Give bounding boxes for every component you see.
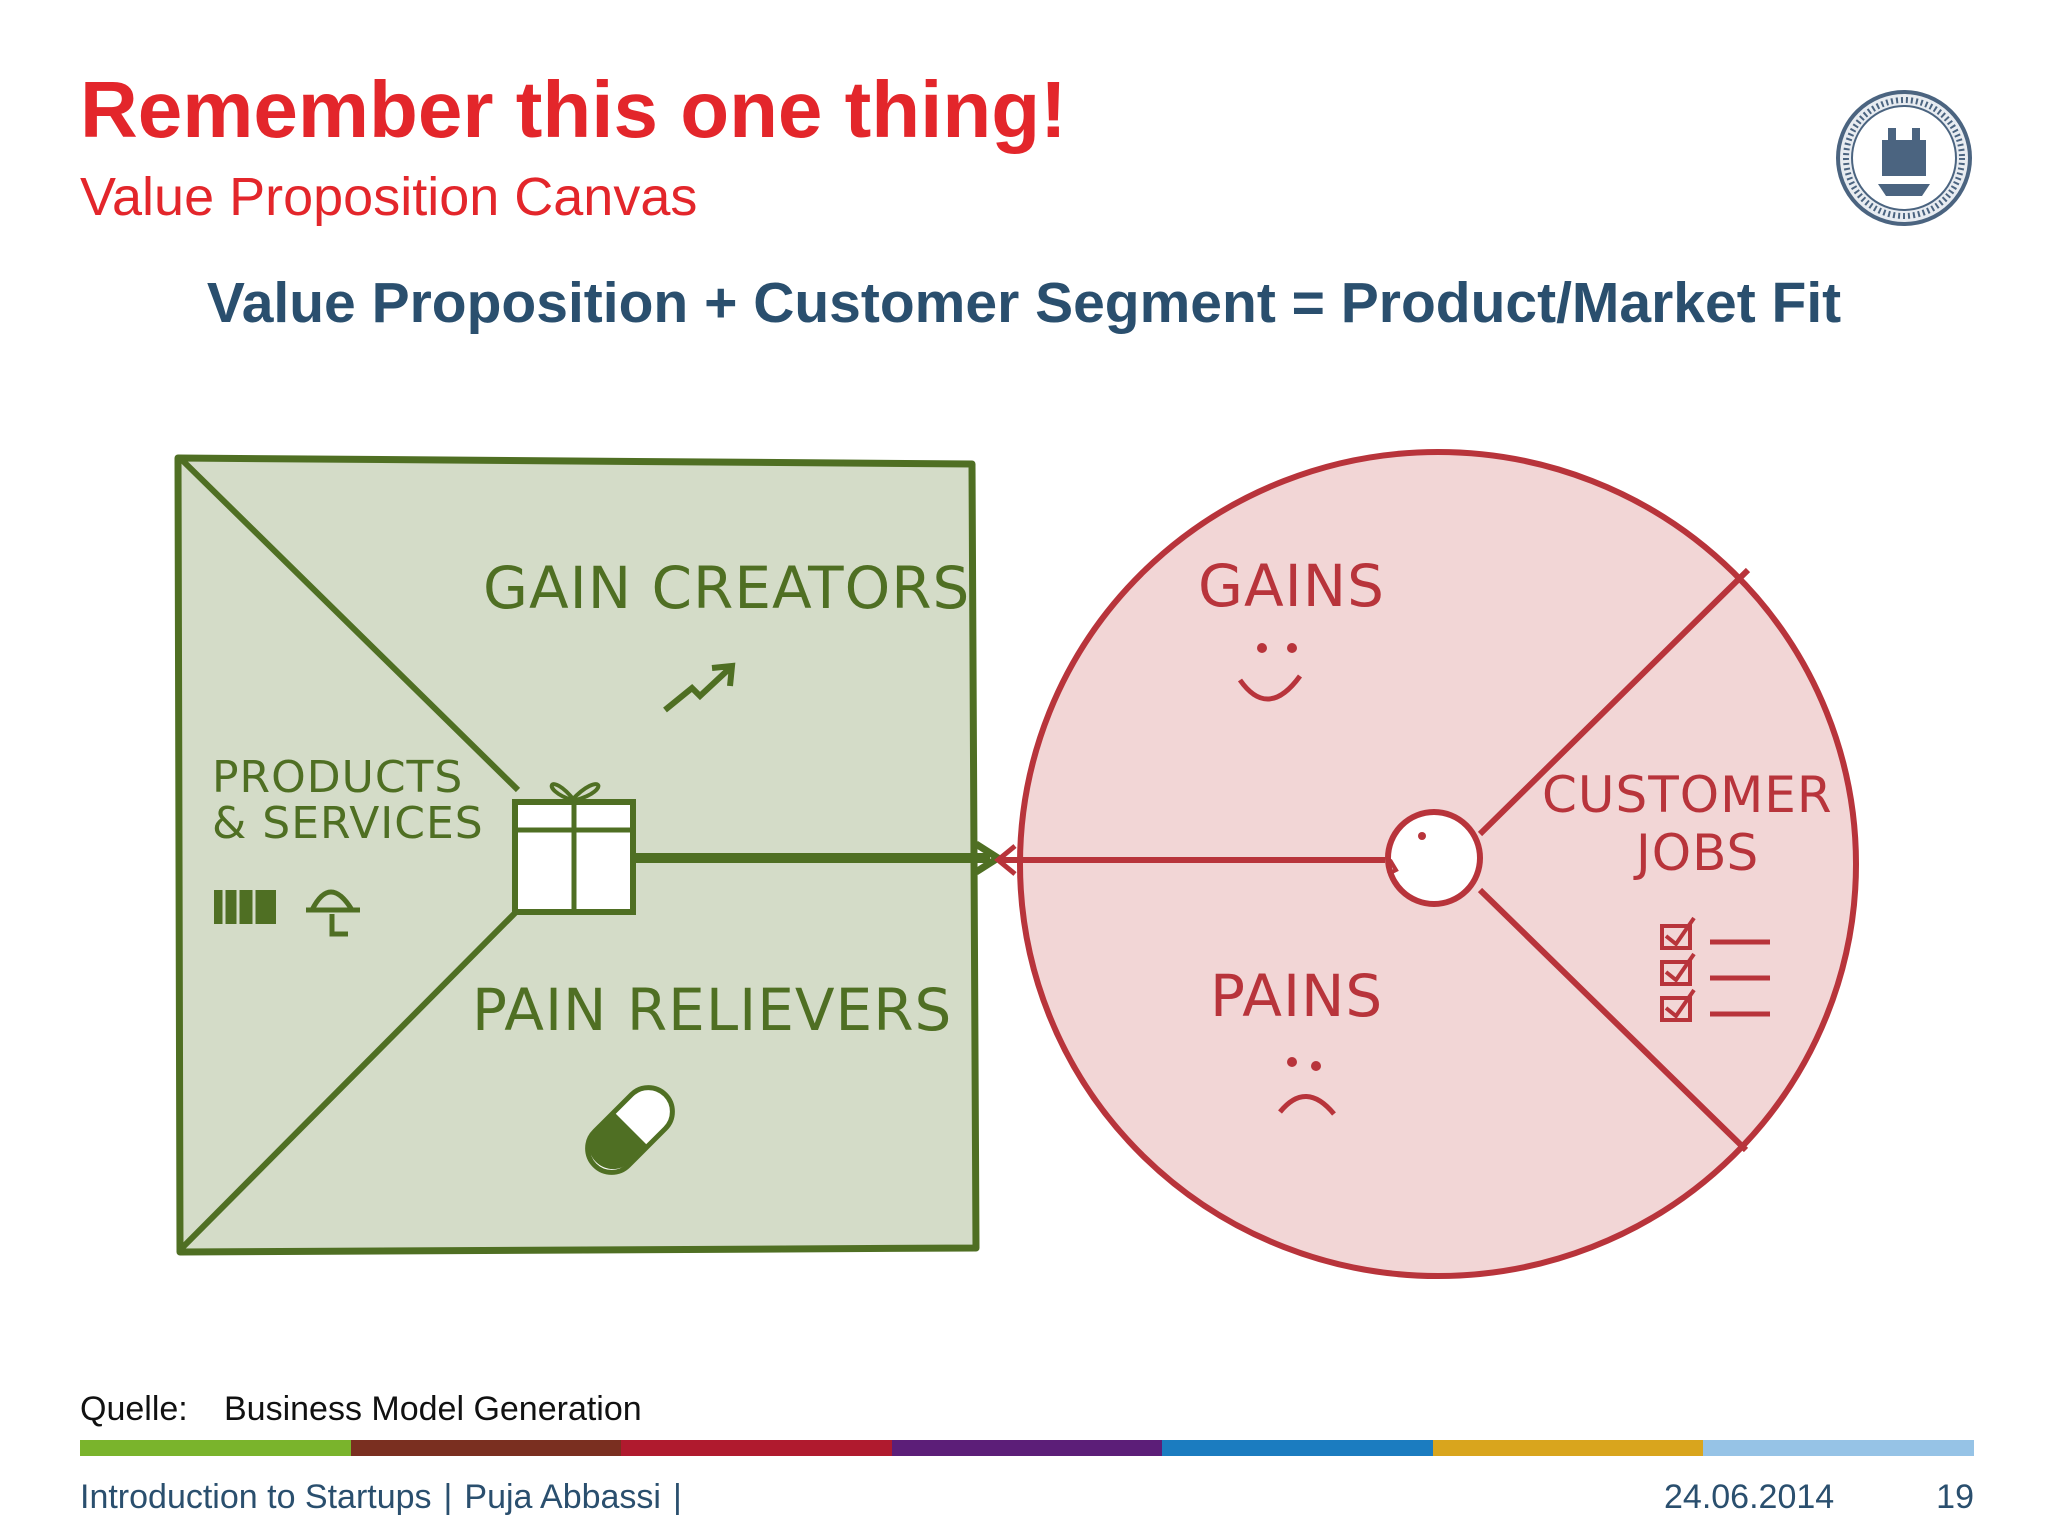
color-bar-segment <box>891 1440 1163 1456</box>
gift-icon <box>512 782 636 915</box>
barcode-icon <box>214 890 276 924</box>
color-bar-segment <box>350 1440 622 1456</box>
customer-jobs-label-1: CUSTOMER <box>1542 766 1833 824</box>
page-number: 19 <box>1936 1478 1974 1516</box>
footer-color-bar <box>80 1440 1975 1456</box>
smile-icon <box>1237 643 1303 702</box>
color-bar-segment <box>1432 1440 1704 1456</box>
equation-heading: Value Proposition + Customer Segment = P… <box>206 271 1842 335</box>
source-label: Quelle: <box>80 1390 188 1428</box>
value-proposition-canvas: GAIN CREATORS PRODUCTS & SERVICES PAIN R… <box>174 449 1859 1279</box>
service-bell-icon <box>306 889 360 937</box>
gain-creators-label: GAIN CREATORS <box>483 554 970 622</box>
gains-label: GAINS <box>1198 552 1385 620</box>
slide-subtitle: Value Proposition Canvas <box>80 167 698 227</box>
footer-course: Introduction to Startups <box>80 1478 432 1516</box>
color-bar-segment <box>80 1440 351 1456</box>
color-bar-segment <box>1162 1440 1433 1456</box>
footer-author: Puja Abbassi <box>464 1478 661 1516</box>
source-text: Business Model Generation <box>224 1390 642 1428</box>
checklist-icon <box>1660 916 1770 1022</box>
trend-up-icon <box>663 662 736 713</box>
products-services-label-1: PRODUCTS <box>212 752 463 803</box>
frown-icon <box>1278 1057 1336 1116</box>
slide-footer: Introduction to Startups | Puja Abbassi | 2… <box>80 1480 1974 1530</box>
university-seal-icon <box>1836 90 1972 226</box>
products-services-label-2: & SERVICES <box>212 798 484 849</box>
customer-jobs-label-2: JOBS <box>1633 824 1759 882</box>
pill-icon <box>585 1085 675 1175</box>
footer-separator: | <box>443 1478 453 1516</box>
color-bar-segment <box>1703 1440 1975 1456</box>
color-bar-segment <box>621 1440 892 1456</box>
footer-date: 24.06.2014 <box>1664 1478 1835 1516</box>
pains-label: PAINS <box>1210 962 1383 1030</box>
value-map: GAIN CREATORS PRODUCTS & SERVICES PAIN R… <box>174 454 1005 1256</box>
slide-title: Remember this one thing! <box>80 65 1067 154</box>
source-citation: Quelle: Business Model Generation <box>80 1392 642 1426</box>
customer-profile: GAINS CUSTOMER JOBS PAINS <box>994 449 1859 1279</box>
customer-face-icon <box>1385 809 1483 907</box>
pain-relievers-label: PAIN RELIEVERS <box>472 976 952 1044</box>
footer-separator: | <box>672 1478 682 1516</box>
